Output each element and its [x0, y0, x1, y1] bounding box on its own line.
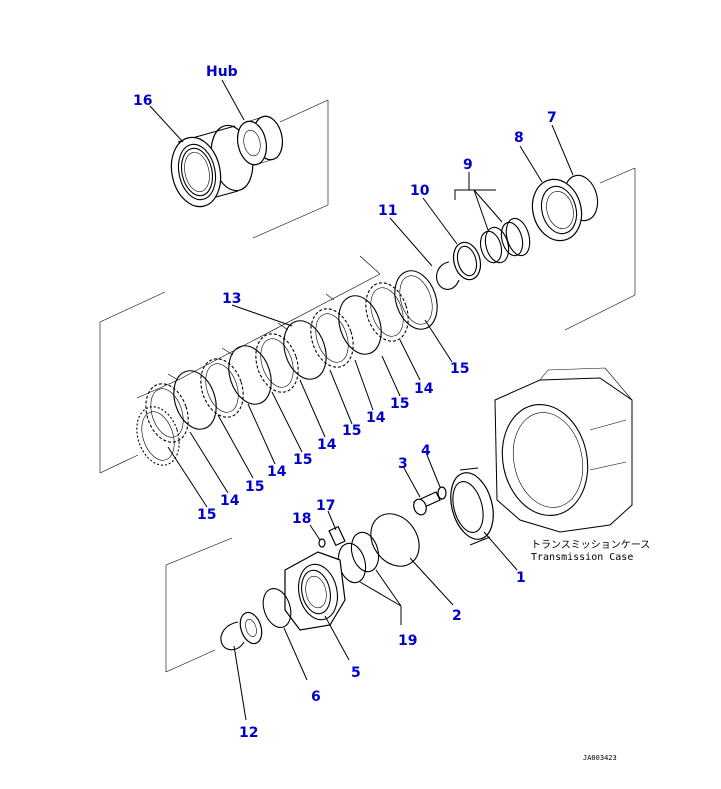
bearing [239, 611, 263, 645]
callout-13: 13 [222, 291, 241, 307]
washer-part-18 [318, 538, 326, 548]
callout-15-d: 15 [293, 452, 312, 468]
callout-2: 2 [452, 608, 462, 624]
callout-15-b: 15 [390, 396, 409, 412]
callout-16: 16 [133, 93, 152, 109]
bolt-part-17 [328, 525, 346, 547]
o-ring-part-6 [262, 588, 292, 628]
bolt-part-3 [413, 491, 441, 516]
case-label-en: Transmission Case [531, 552, 633, 563]
drawing-ref-number: JA003423 [583, 754, 617, 762]
cage-part-5 [284, 551, 346, 631]
transmission-case [494, 367, 633, 533]
case-label-jp: トランスミッションケース [531, 539, 650, 551]
ring-part-10 [452, 241, 482, 281]
callout-hub: Hub [206, 64, 238, 80]
snap-ring-part-11 [436, 261, 460, 290]
clutch-pack-part-13 [136, 255, 438, 466]
callout-14-d: 14 [267, 464, 287, 480]
callout-11: 11 [378, 203, 397, 219]
o-ring-part-2 [370, 513, 420, 567]
seal-rings-part-9 [479, 217, 531, 264]
callout-15-f: 15 [197, 507, 216, 523]
callout-14-e: 14 [220, 493, 240, 509]
callout-15-a: 15 [450, 361, 469, 377]
callout-3: 3 [398, 456, 408, 472]
frame-lines [99, 99, 636, 673]
callout-labels: Hub 16 7 8 9 10 11 13 15 14 15 14 15 14 … [133, 64, 650, 762]
leader-lines [149, 79, 574, 721]
callout-14-b: 14 [366, 410, 386, 426]
callout-15-c: 15 [342, 423, 361, 439]
hub-part [236, 115, 284, 166]
piston-part-8 [531, 178, 583, 242]
callout-14-a: 14 [414, 381, 434, 397]
callout-8: 8 [514, 130, 524, 146]
callout-14-c: 14 [317, 437, 337, 453]
callout-15-e: 15 [245, 479, 264, 495]
callout-6: 6 [311, 689, 321, 705]
washer-part-4 [437, 486, 447, 500]
snap-ring-part-12 [220, 621, 245, 651]
callout-1: 1 [516, 570, 526, 586]
retainer-part-1 [450, 467, 494, 546]
callout-5: 5 [351, 665, 361, 681]
callout-4: 4 [421, 443, 431, 459]
callout-12: 12 [239, 725, 258, 741]
callout-10: 10 [410, 183, 430, 199]
callout-7: 7 [547, 110, 557, 126]
callout-18: 18 [292, 511, 311, 527]
callout-9: 9 [463, 157, 473, 173]
callout-17: 17 [316, 498, 335, 514]
callout-19: 19 [398, 633, 417, 649]
